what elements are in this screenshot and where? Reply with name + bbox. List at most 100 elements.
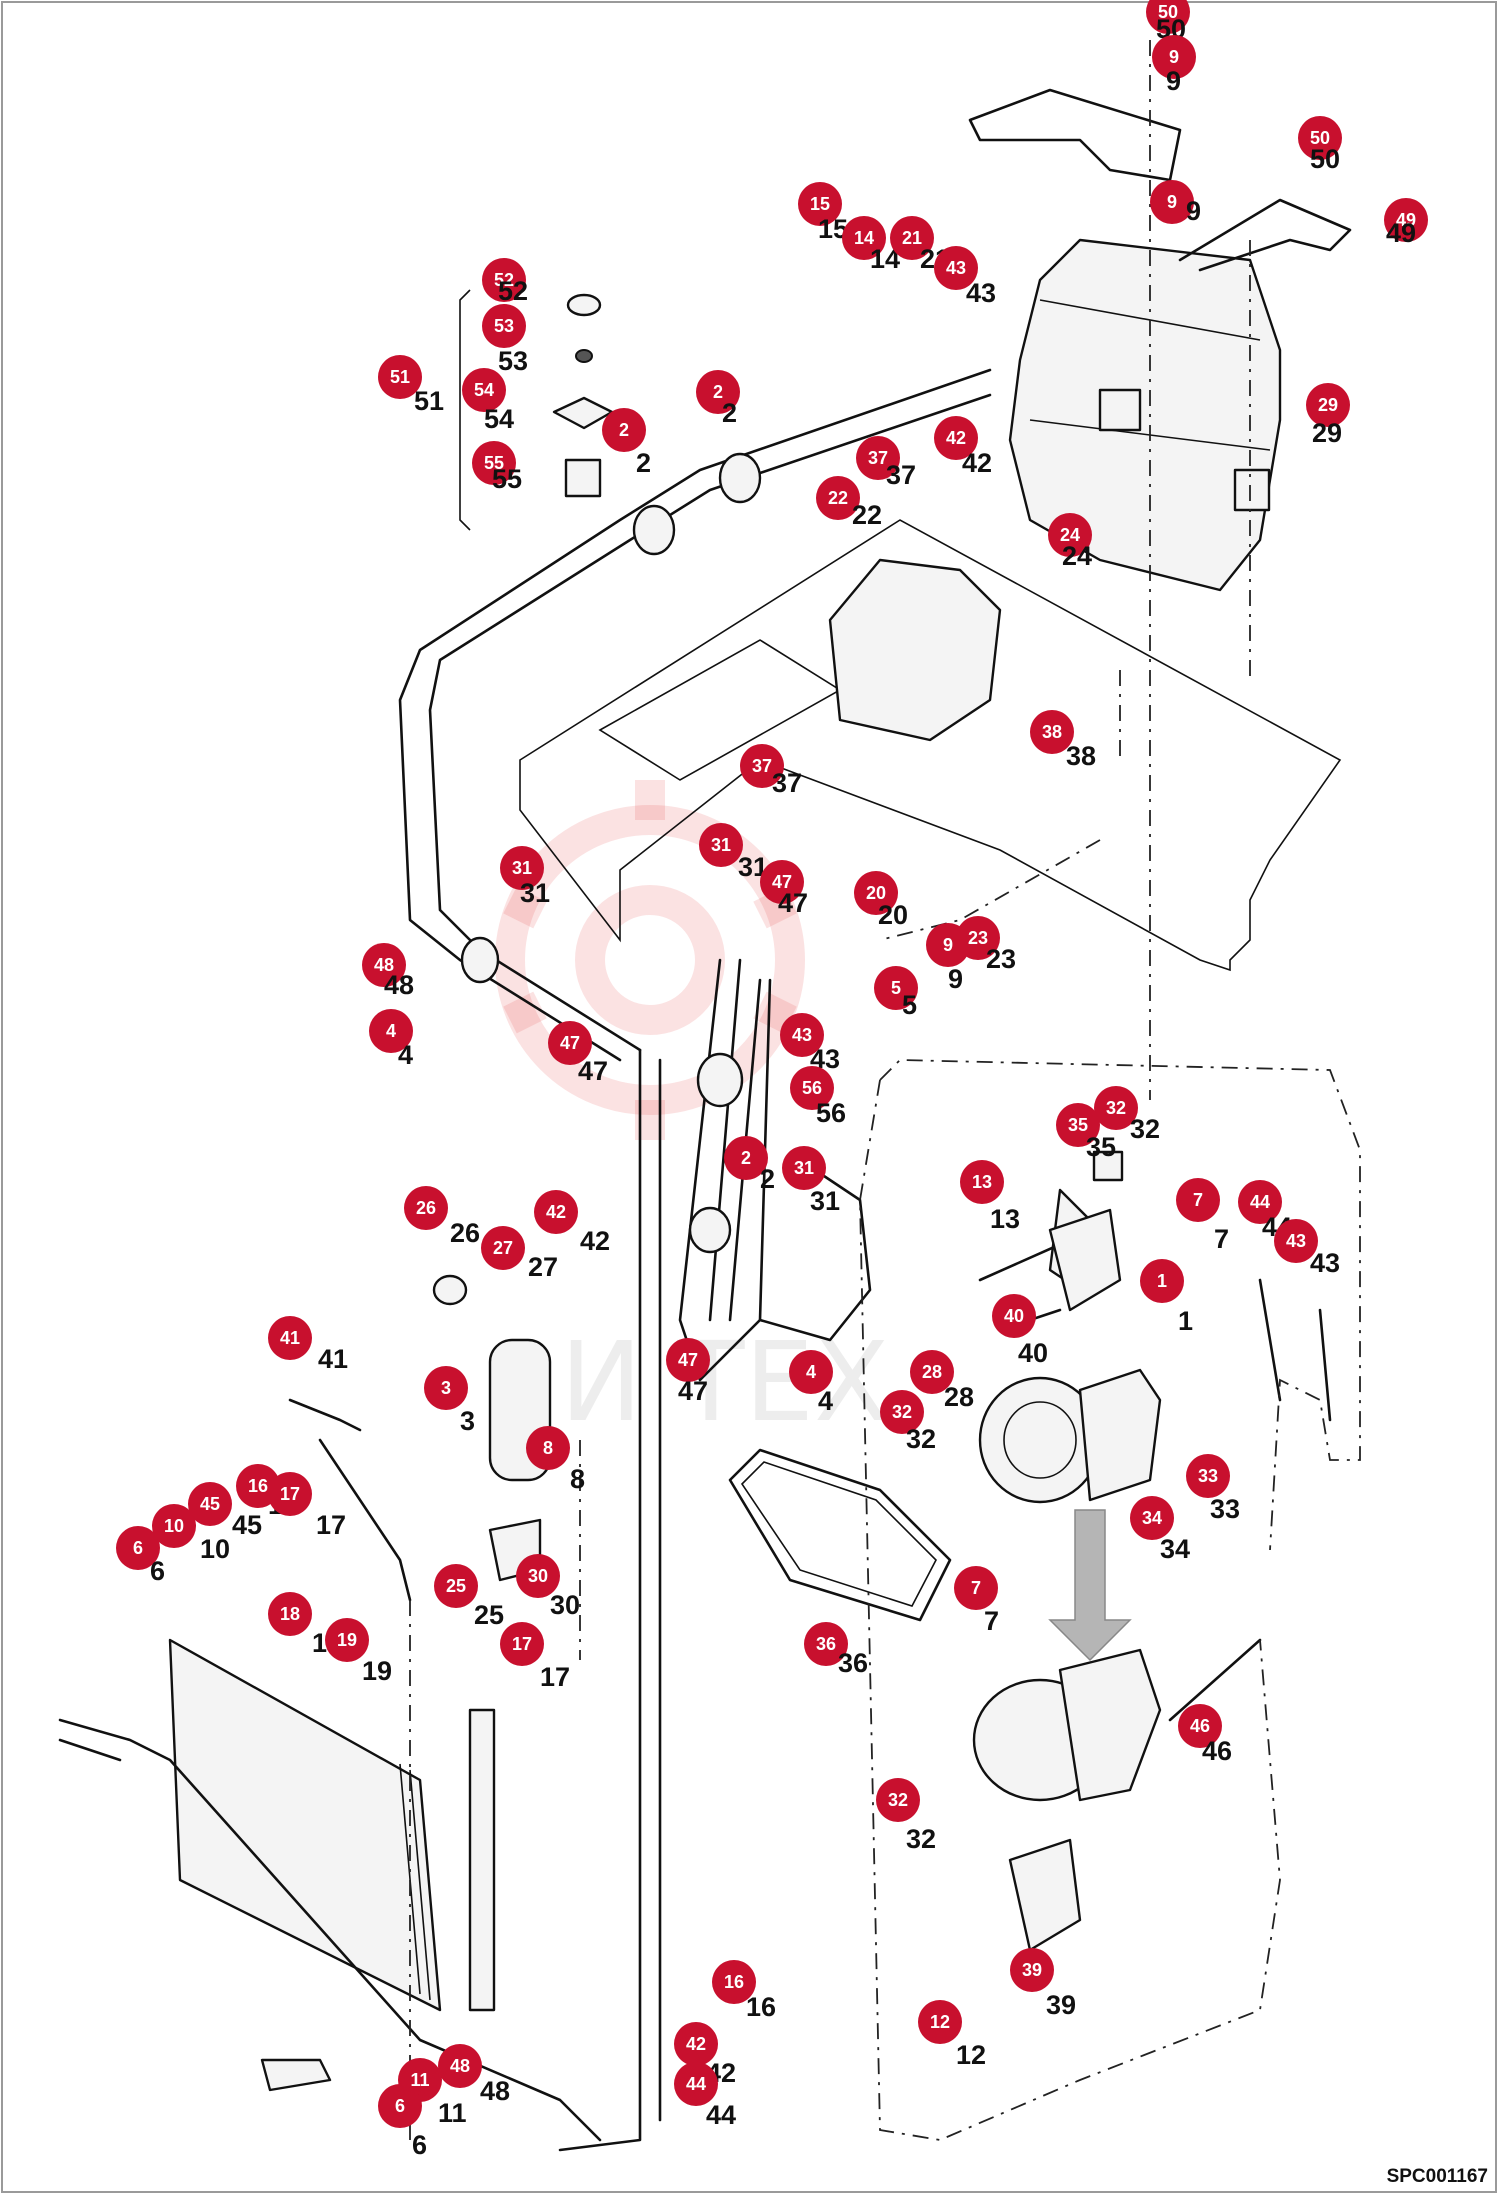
part-number-42: 42 <box>580 1226 610 1256</box>
svg-text:1: 1 <box>1157 1271 1167 1291</box>
part-number-48: 48 <box>384 970 414 1000</box>
svg-text:16: 16 <box>724 1972 744 1992</box>
part-number-32: 32 <box>1130 1114 1160 1144</box>
svg-text:54: 54 <box>474 380 494 400</box>
callout-badge-32: 32 <box>1094 1086 1138 1130</box>
callout-badge-42: 42 <box>934 416 978 460</box>
svg-text:18: 18 <box>280 1604 300 1624</box>
callout-badge-8: 8 <box>526 1426 570 1470</box>
clamps <box>460 452 762 1254</box>
part-number-10: 10 <box>200 1534 230 1564</box>
svg-text:22: 22 <box>828 488 848 508</box>
callout-badge-34: 34 <box>1130 1496 1174 1540</box>
svg-text:14: 14 <box>854 228 874 248</box>
part-number-23: 23 <box>986 944 1016 974</box>
callout-badge-55: 55 <box>472 441 516 485</box>
svg-text:37: 37 <box>868 448 888 468</box>
callout-badge-26: 26 <box>404 1186 448 1230</box>
svg-text:55: 55 <box>484 453 504 473</box>
svg-text:48: 48 <box>374 955 394 975</box>
callout-badge-37: 37 <box>740 744 784 788</box>
callout-badge-52: 52 <box>482 258 526 302</box>
callout-badge-30: 30 <box>516 1554 560 1598</box>
svg-text:2: 2 <box>713 382 723 402</box>
svg-text:27: 27 <box>493 1238 513 1258</box>
drive-belt <box>728 1448 952 1622</box>
callout-badge-42: 42 <box>534 1190 578 1234</box>
svg-text:43: 43 <box>946 258 966 278</box>
callout-badge-49: 49 <box>1384 198 1428 242</box>
part-number-46: 46 <box>1202 1736 1232 1766</box>
svg-text:45: 45 <box>200 1494 220 1514</box>
part-number-56: 56 <box>816 1098 846 1128</box>
part-number-9: 9 <box>1186 196 1201 226</box>
callout-badge-44: 44 <box>674 2062 718 2106</box>
callout-badge-17: 17 <box>500 1622 544 1666</box>
svg-text:30: 30 <box>528 1566 548 1586</box>
callout-badge-43: 43 <box>780 1013 824 1057</box>
svg-text:8: 8 <box>543 1438 553 1458</box>
svg-text:42: 42 <box>546 1202 566 1222</box>
part-number-2: 2 <box>636 448 651 478</box>
svg-text:51: 51 <box>390 367 410 387</box>
svg-text:41: 41 <box>280 1328 300 1348</box>
part-number-44: 44 <box>706 2100 736 2130</box>
part-number-4: 4 <box>398 1040 413 1070</box>
svg-text:53: 53 <box>494 316 514 336</box>
svg-text:11: 11 <box>410 2070 429 2090</box>
svg-text:4: 4 <box>806 1362 816 1382</box>
callout-badge-1: 1 <box>1140 1259 1184 1303</box>
part-number-2: 2 <box>760 1164 775 1194</box>
callout-badge-43: 43 <box>1274 1219 1318 1263</box>
svg-text:15: 15 <box>810 194 830 214</box>
svg-text:43: 43 <box>792 1025 812 1045</box>
svg-text:39: 39 <box>1022 1960 1042 1980</box>
part-number-26: 26 <box>450 1218 480 1248</box>
callout-badge-44: 44 <box>1238 1180 1282 1224</box>
fasteners <box>978 1150 1332 1422</box>
part-number-17: 17 <box>316 1510 346 1540</box>
side-bracket <box>1178 198 1352 272</box>
callout-badge-3: 3 <box>424 1366 468 1410</box>
part-number-28: 28 <box>944 1382 974 1412</box>
part-number-37: 37 <box>772 768 802 798</box>
svg-text:9: 9 <box>1169 47 1179 67</box>
svg-text:50: 50 <box>1158 2 1178 22</box>
upper-bracket <box>968 88 1182 182</box>
part-number-8: 8 <box>570 1464 585 1494</box>
svg-text:26: 26 <box>416 1198 436 1218</box>
svg-text:20: 20 <box>866 883 886 903</box>
receiver-drier <box>432 1274 552 1582</box>
svg-text:50: 50 <box>1310 128 1330 148</box>
dashed-boundaries <box>409 40 1361 2141</box>
svg-text:29: 29 <box>1318 395 1338 415</box>
ac-unit <box>1008 238 1282 592</box>
callout-badge-2: 2 <box>696 370 740 414</box>
engine-cover-plate <box>519 519 1342 972</box>
callout-badge-51: 51 <box>378 355 422 399</box>
part-number-36: 36 <box>838 1648 868 1678</box>
callout-badge-2: 2 <box>602 408 646 452</box>
diagram-code: SPC001167 <box>1386 2166 1488 2187</box>
callout-badge-56: 56 <box>790 1066 834 1110</box>
callout-badge-50: 50 <box>1298 116 1342 160</box>
svg-text:38: 38 <box>1042 722 1062 742</box>
svg-text:23: 23 <box>968 928 988 948</box>
part-number-52: 52 <box>498 276 528 306</box>
svg-text:33: 33 <box>1198 1466 1218 1486</box>
part-number-48: 48 <box>480 2076 510 2106</box>
callout-badge-31: 31 <box>500 846 544 890</box>
callout-badge-36: 36 <box>804 1622 848 1666</box>
callout-badge-24: 24 <box>1048 513 1092 557</box>
part-number-47: 47 <box>578 1056 608 1086</box>
part-number-39: 39 <box>1046 1990 1076 2020</box>
svg-text:43: 43 <box>1286 1231 1306 1251</box>
callout-badge-21: 21 <box>890 216 934 260</box>
part-number-13: 13 <box>990 1204 1020 1234</box>
part-number-7: 7 <box>1214 1224 1229 1254</box>
svg-text:12: 12 <box>930 2012 950 2032</box>
part-number-16: 16 <box>746 1992 776 2022</box>
svg-text:31: 31 <box>711 835 731 855</box>
